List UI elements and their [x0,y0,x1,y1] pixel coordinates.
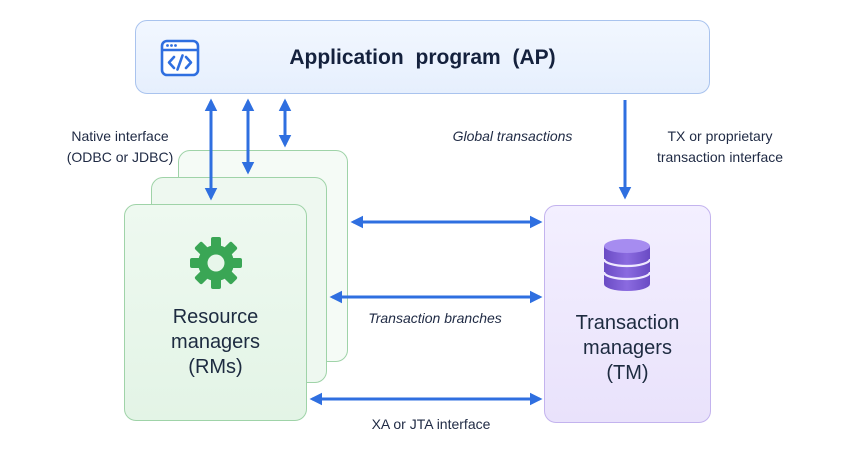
tx-interface-label-line-1: TX or proprietary [667,128,773,144]
transaction-managers-title-line-3: (TM) [606,362,649,384]
database-icon [602,239,652,291]
tx-interface-label: TX or proprietary transaction interface [645,126,795,168]
application-program-box: Application program (AP) [135,20,710,94]
gear-icon [190,237,242,289]
transaction-managers-title-line-2: managers [583,337,672,359]
resource-managers-title-line-3: (RMs) [188,356,243,378]
transaction-managers-title: Transaction managers (TM) [544,311,711,386]
resource-managers-title: Resource managers (RMs) [124,305,307,380]
xa-interface-label: XA or JTA interface [371,416,491,432]
resource-managers-box [124,204,307,421]
application-program-title: Application program (AP) [289,46,556,69]
transaction-managers-title-line-1: Transaction [575,312,680,334]
global-transactions-label: Global transactions [452,128,573,144]
code-window-icon [160,39,200,77]
native-interface-label-line-2: (ODBC or JDBC) [66,149,174,165]
transaction-branches-label: Transaction branches [368,310,502,326]
tx-interface-label-line-2: transaction interface [656,149,784,165]
resource-managers-title-line-2: managers [171,331,260,353]
native-interface-label-line-1: Native interface [71,128,169,144]
resource-managers-title-line-1: Resource [172,306,259,328]
native-interface-label: Native interface (ODBC or JDBC) [30,126,210,168]
